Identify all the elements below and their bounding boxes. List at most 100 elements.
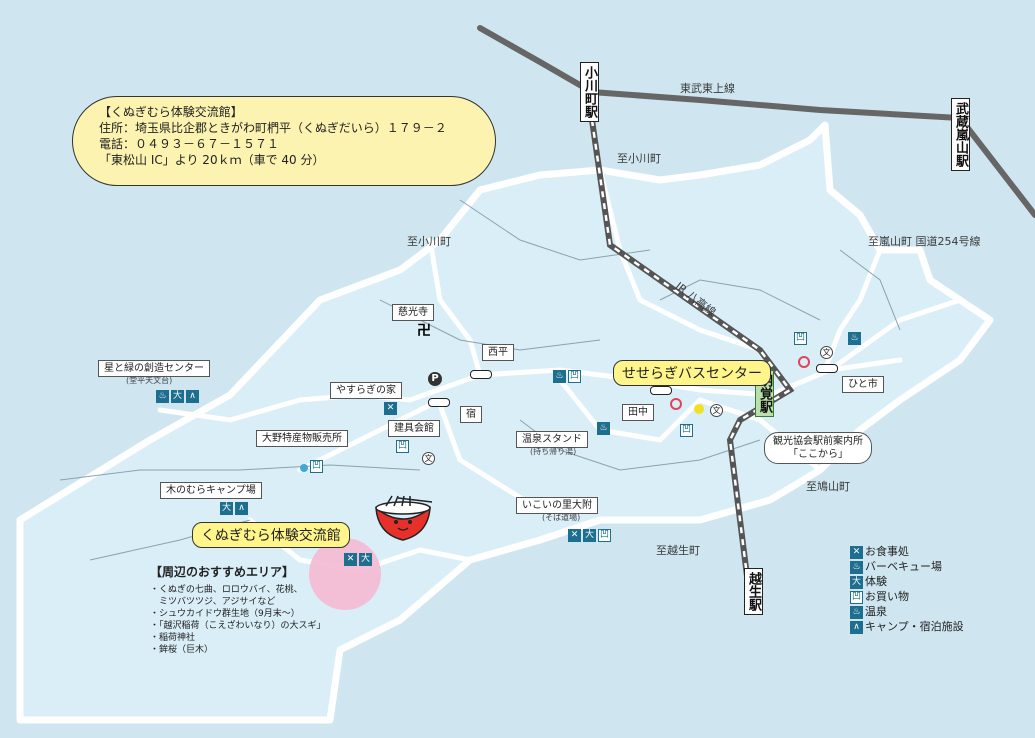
recommend-item: ・鉾桜（巨木）	[150, 645, 214, 655]
tobu-tojo-label: 東武東上線	[680, 82, 735, 95]
place-tanaka[interactable]: 田中	[622, 404, 654, 421]
bus-stop-icon	[470, 370, 492, 379]
food-icon: ✕	[384, 402, 397, 415]
legend-row: ∧キャンプ・宿泊施設	[850, 619, 964, 634]
school-icon: 文	[422, 452, 435, 465]
experience-icon: 大	[220, 502, 233, 515]
shopping-icon: 凹	[680, 424, 693, 437]
place-seseragi[interactable]: せせらぎバスセンター	[613, 360, 771, 386]
onsen-stand-icons: ♨	[597, 418, 612, 437]
recommend-list: ・くぬぎの七曲、ロロウバイ、花桃、 ミツバツツジ、アジサイなど・シュウカイドウ群…	[150, 584, 326, 656]
legend-label: バーベキュー場	[865, 560, 942, 573]
bbq-icon: ♨	[848, 332, 861, 345]
hotspring-icon: ♨	[597, 422, 610, 435]
kunugimura-icons: ✕大	[344, 549, 374, 568]
recommend-item: ・くぬぎの七曲、ロロウバイ、花桃、	[150, 585, 303, 595]
post-office-icon	[798, 356, 810, 368]
place-ono-tokusan[interactable]: 大野特産物販売所	[256, 430, 348, 447]
recommend-title: 【周辺のおすすめエリア】	[150, 565, 295, 579]
jr-hachiko-line	[589, 119, 795, 601]
food-icon: ✕	[568, 529, 581, 542]
recommend-item: ・稲荷神社	[150, 633, 196, 643]
bbq-icon: ♨	[156, 390, 169, 403]
place-hoshi-midori[interactable]: 星と緑の創造センター	[98, 360, 210, 377]
station-musashi-ranzan[interactable]: 武蔵嵐山駅	[951, 98, 970, 171]
hotspring-icon: ♨	[553, 370, 566, 383]
shopping-icon: 凹	[568, 370, 581, 383]
ikoi-icons: ✕大凹	[568, 525, 613, 544]
east-shop-icon: 凹	[794, 328, 809, 347]
shopping-icon: 凹	[598, 529, 611, 542]
hoshi-midori-icons: ♨大∧	[156, 386, 201, 405]
place-kengu[interactable]: 建具会館	[388, 420, 440, 437]
experience-icon: 大	[171, 390, 184, 403]
station-ogose[interactable]: 越生駅	[744, 568, 763, 615]
legend-row: ♨バーベキュー場	[850, 559, 964, 574]
place-ikoi[interactable]: いこいの里大附	[516, 497, 598, 514]
school-icon: 文	[820, 346, 833, 359]
legend-label: お買い物	[865, 590, 909, 603]
place-hoshi-midori-sub: (堂平天文台)	[126, 376, 173, 385]
experience-icon: 大	[850, 575, 863, 589]
kinomura-icons: 大∧	[220, 498, 250, 517]
info-title: 【くぬぎむら体験交流館】	[99, 105, 243, 119]
tanaka-icons: 凹	[680, 420, 695, 439]
east-bbq-icon: ♨	[848, 328, 863, 347]
place-onsen-stand-sub: (持ち帰り湯)	[530, 447, 577, 456]
facility-info-box: 【くぬぎむら体験交流館】 住所：埼玉県比企郡ときがわ町椚平（くぬぎだいら）１７９…	[72, 96, 496, 186]
info-address: 住所：埼玉県比企郡ときがわ町椚平（くぬぎだいら）１７９－２	[99, 121, 447, 135]
direction-to-hatoyama: 至鳩山町	[806, 480, 850, 493]
place-hitoichi[interactable]: ひと市	[842, 376, 884, 393]
station-ogawamachi[interactable]: 小川町駅	[580, 62, 599, 122]
parking-icon: P	[428, 372, 442, 386]
legend-row: 凹お買い物	[850, 589, 964, 604]
place-nishidaira[interactable]: 西平	[482, 344, 514, 361]
legend-label: 温泉	[865, 605, 887, 618]
legend-label: キャンプ・宿泊施設	[865, 620, 964, 633]
tourist-info-bubble[interactable]: 観光協会駅前案内所 「ここから」	[764, 432, 872, 464]
direction-to-ranzan: 至嵐山町 国道254号線	[868, 235, 981, 248]
place-kinomura[interactable]: 木のむらキャンプ場	[160, 482, 262, 499]
legend: ✕お食事処♨バーベキュー場大体験凹お買い物♨温泉∧キャンプ・宿泊施設	[850, 544, 964, 634]
shopping-icon: 凹	[794, 332, 807, 345]
direction-to-ogawa-2: 至小川町	[407, 235, 451, 248]
current-location-dot	[694, 404, 704, 414]
recommend-item: ミツバツツジ、アジサイなど	[150, 597, 276, 607]
food-icon: ✕	[850, 545, 863, 559]
experience-icon: 大	[583, 529, 596, 542]
place-juku[interactable]: 宿	[460, 406, 482, 423]
info-phone: 電話：０４９３－６７－１５７１	[99, 137, 280, 151]
place-ikoi-sub: (そば道場)	[542, 513, 581, 522]
recommend-item: ・シュウカイドウ群生地（9月末～）	[150, 609, 300, 619]
temple-icon: 卍	[417, 323, 431, 339]
hotspring-icon: ♨	[850, 605, 863, 619]
shopping-icon: 凹	[310, 460, 323, 473]
legend-row: ✕お食事処	[850, 544, 964, 559]
camp-icon: ∧	[235, 502, 248, 515]
legend-label: 体験	[865, 575, 887, 588]
bbq-icon: ♨	[850, 560, 863, 574]
town-boundary	[16, 121, 994, 724]
experience-icon: 大	[359, 553, 372, 566]
shopping-icon: 凹	[396, 440, 409, 453]
direction-to-ogose: 至越生町	[656, 544, 700, 557]
bus-stop-icon	[650, 386, 672, 395]
udon-mascot-icon	[372, 494, 434, 544]
place-jikoji[interactable]: 慈光寺	[392, 304, 434, 321]
tourist-info-label: 観光協会駅前案内所	[773, 436, 863, 447]
food-icon: ✕	[344, 553, 357, 566]
legend-label: お食事処	[865, 545, 909, 558]
place-yasuragi[interactable]: やすらぎの家	[330, 382, 402, 399]
place-kunugimura[interactable]: くぬぎむら体験交流館	[192, 522, 350, 548]
bus-stop-icon	[816, 364, 838, 373]
legend-row: ♨温泉	[850, 604, 964, 619]
tourist-info-name: 「ここから」	[788, 449, 848, 460]
location-pin	[300, 464, 308, 472]
school-icon: 文	[710, 404, 723, 417]
legend-row: 大体験	[850, 574, 964, 589]
onsen-icons-west: ♨凹	[553, 366, 583, 385]
kengu-icons: 凹	[396, 436, 411, 455]
ono-icons: 凹	[310, 456, 325, 475]
place-onsen-stand[interactable]: 温泉スタンド	[516, 431, 588, 448]
